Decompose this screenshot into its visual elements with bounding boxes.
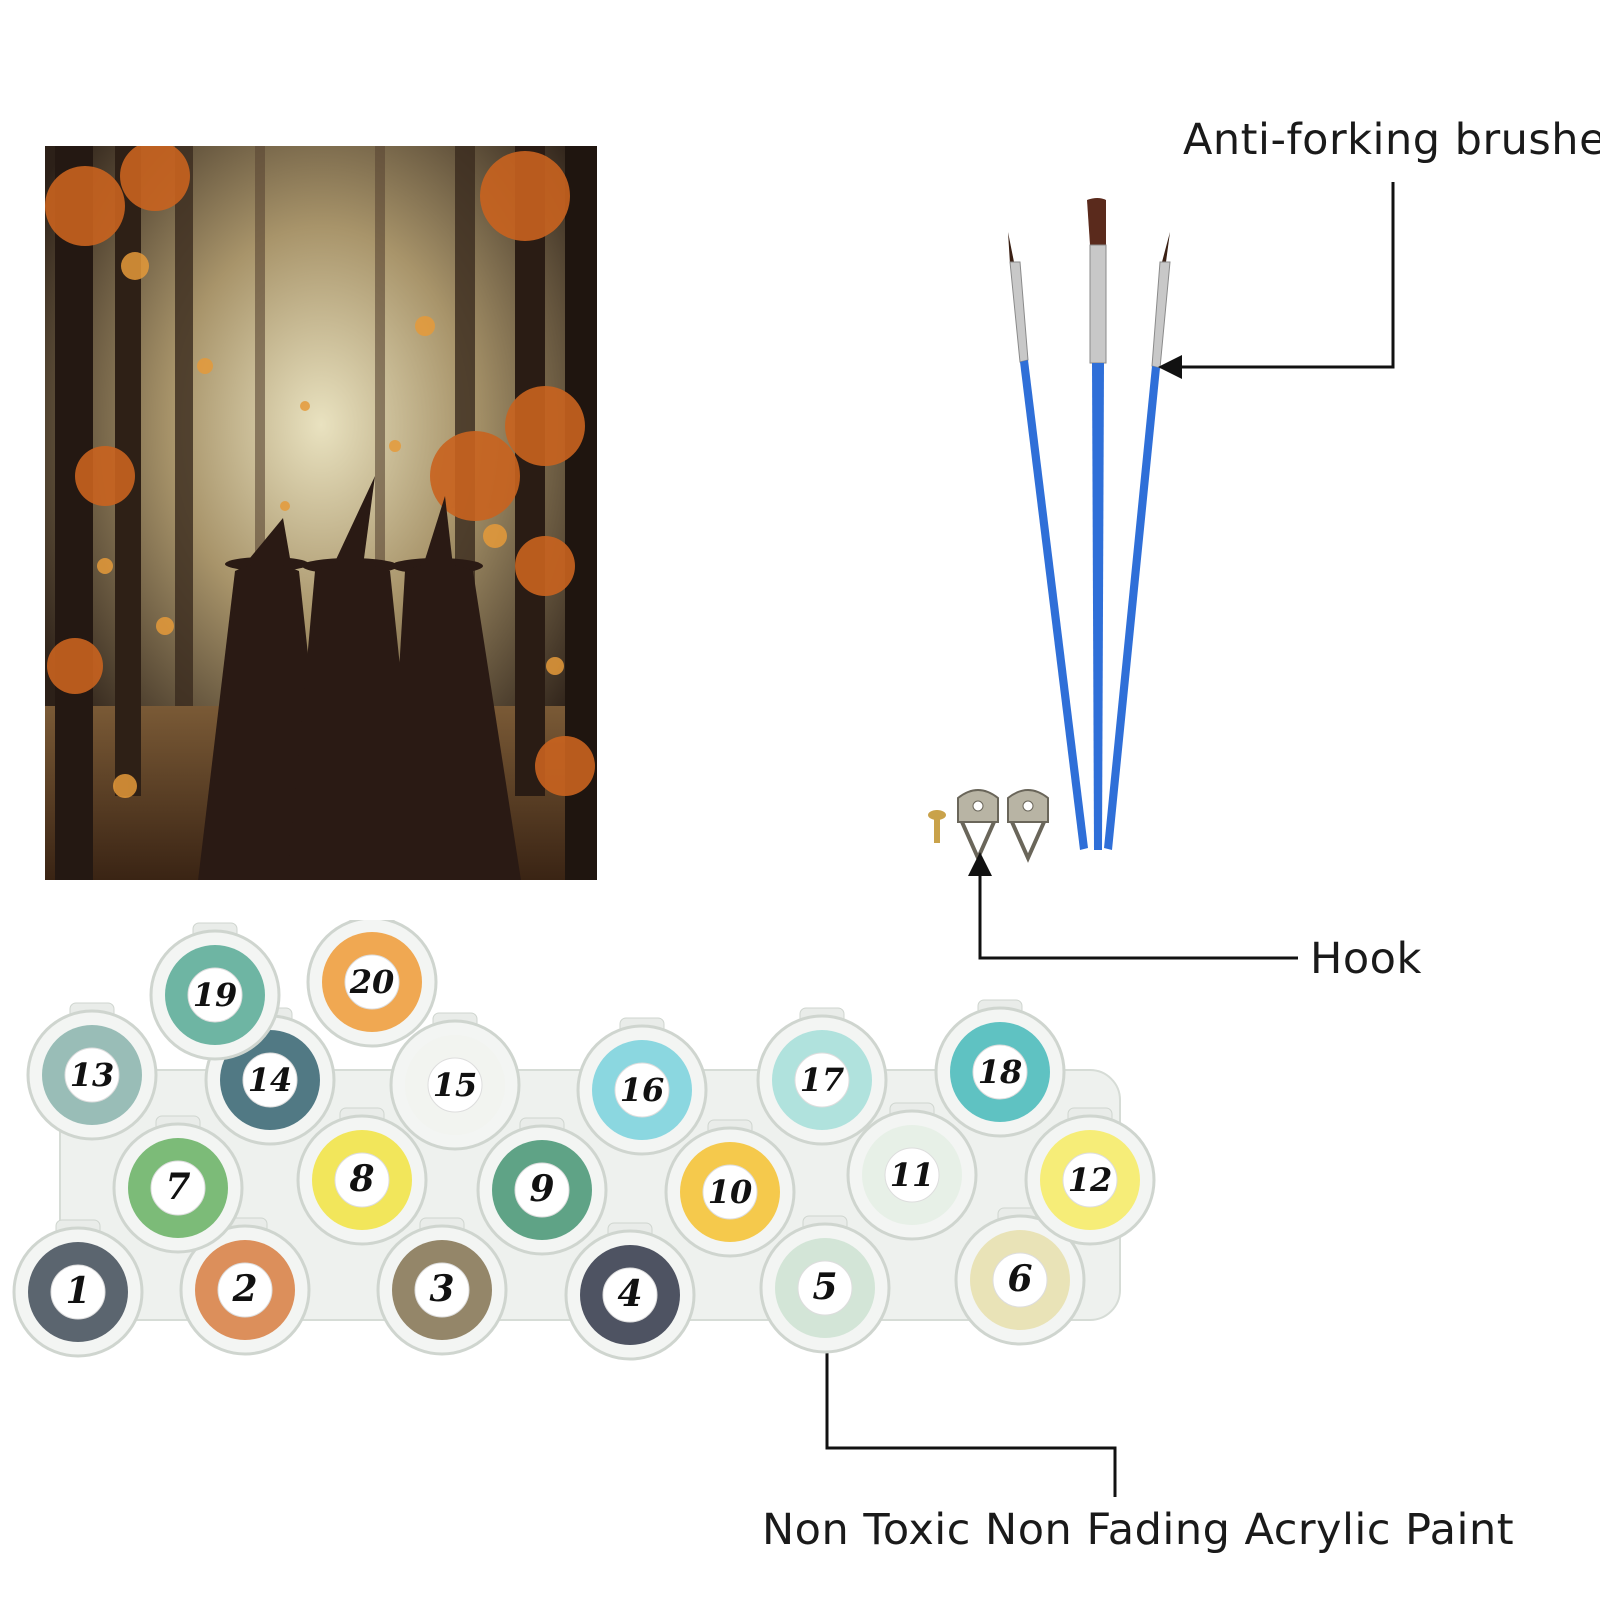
paint-pot-4: 4 <box>564 1222 696 1361</box>
pot-number-sticker <box>992 1252 1048 1308</box>
paint-pot-9: 9 <box>476 1117 608 1256</box>
sawtooth-hanging-hook-icon <box>957 789 1049 863</box>
pot-number-sticker <box>414 1262 470 1318</box>
paint-pot-6: 6 <box>954 1207 1086 1346</box>
pot-number: 15 <box>433 1066 478 1104</box>
paint-label: Non Toxic Non Fading Acrylic Paint <box>762 1505 1515 1555</box>
paint-brushes-icon <box>1008 198 1171 850</box>
paint-leader-line <box>825 1322 1117 1497</box>
paint-pot-15: 15 <box>389 1012 521 1151</box>
pot-number-sticker <box>614 1062 670 1118</box>
witches-forest-painting <box>45 146 597 880</box>
pot-number-sticker <box>794 1052 850 1108</box>
pot-number-sticker <box>972 1044 1028 1100</box>
pot-number: 1 <box>65 1270 90 1312</box>
paint-pot-2: 2 <box>179 1217 311 1356</box>
paint-pot-3: 3 <box>376 1217 508 1356</box>
pot-number: 13 <box>70 1056 115 1094</box>
pot-number-sticker <box>427 1057 483 1113</box>
pot-number: 4 <box>617 1273 642 1315</box>
pot-number-sticker <box>217 1262 273 1318</box>
pot-number: 12 <box>1068 1161 1113 1199</box>
pot-number: 5 <box>812 1266 837 1308</box>
pot-number-sticker <box>344 954 400 1010</box>
pot-number-sticker <box>884 1147 940 1203</box>
pot-number: 16 <box>620 1071 665 1109</box>
pot-number: 8 <box>348 1158 374 1200</box>
paint-pot-19: 19 <box>149 922 281 1061</box>
pot-number-sticker <box>602 1267 658 1323</box>
pot-number: 2 <box>231 1268 257 1310</box>
pot-number: 7 <box>165 1166 190 1208</box>
pot-number: 10 <box>708 1173 753 1211</box>
hook-arrowhead <box>968 852 992 876</box>
paint-pot-8: 8 <box>296 1107 428 1246</box>
pot-number-sticker <box>50 1264 106 1320</box>
pot-number: 19 <box>193 976 238 1014</box>
pot-number: 3 <box>429 1268 454 1310</box>
pot-number-sticker <box>514 1162 570 1218</box>
pot-number-sticker <box>797 1260 853 1316</box>
pot-number-sticker <box>64 1047 120 1103</box>
paint-pot-18: 18 <box>934 999 1066 1138</box>
pot-number-sticker <box>1062 1152 1118 1208</box>
pot-number: 9 <box>529 1168 554 1210</box>
pot-number: 11 <box>890 1156 935 1194</box>
pot-number: 6 <box>1007 1258 1032 1300</box>
hook-label: Hook <box>1310 934 1422 984</box>
pot-number: 14 <box>248 1061 293 1099</box>
paint-pot-16: 16 <box>576 1017 708 1156</box>
pot-number: 18 <box>978 1053 1023 1091</box>
paint-pot-1: 1 <box>12 1219 144 1358</box>
paint-pot-11: 11 <box>846 1102 978 1241</box>
pot-number-sticker <box>334 1152 390 1208</box>
brushes-leader-line <box>1178 182 1395 369</box>
paint-pot-13: 13 <box>26 1002 158 1141</box>
brushes-label: Anti-forking brushes <box>1183 115 1600 165</box>
pot-number-sticker <box>150 1160 206 1216</box>
paint-pot-17: 17 <box>756 1007 888 1146</box>
pot-number: 20 <box>349 963 395 1001</box>
paint-pot-12: 12 <box>1024 1107 1156 1246</box>
pot-number-sticker <box>702 1164 758 1220</box>
paint-pot-20: 20 <box>306 920 438 1048</box>
brushes-arrowhead <box>1158 355 1182 379</box>
hook-leader-line <box>978 872 1298 960</box>
paint-pot-10: 10 <box>664 1119 796 1258</box>
pot-number-sticker <box>242 1052 298 1108</box>
screw-icon <box>928 810 946 843</box>
pot-number: 17 <box>800 1061 845 1099</box>
paint-pot-5: 5 <box>759 1215 891 1354</box>
pot-number-sticker <box>187 967 243 1023</box>
paint-pot-7: 7 <box>112 1115 244 1254</box>
